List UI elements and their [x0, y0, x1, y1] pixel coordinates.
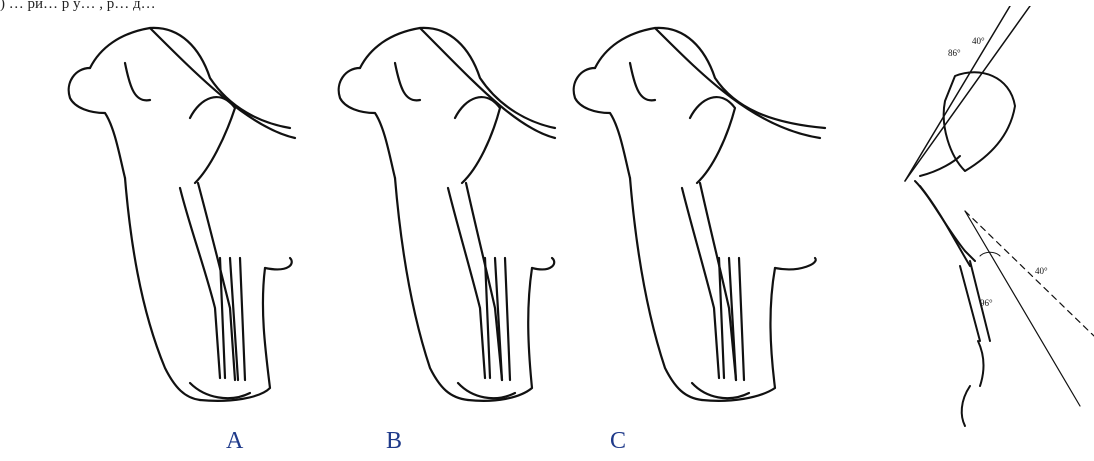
panel-label-b: B — [386, 428, 402, 455]
angle-label-2: 40° — [972, 36, 985, 46]
angle-label-4: 96° — [980, 298, 993, 308]
panel-label-c: C — [610, 428, 626, 455]
angle-label-1: 86° — [948, 48, 961, 58]
dog-illustration-panel-a — [20, 8, 310, 428]
panel-label-a: A — [226, 428, 243, 455]
limb-angle-diagram: 86° 40° 40° 96° — [860, 6, 1094, 461]
dog-illustration-panel-c — [520, 8, 835, 428]
angle-label-3: 40° — [1035, 266, 1048, 276]
